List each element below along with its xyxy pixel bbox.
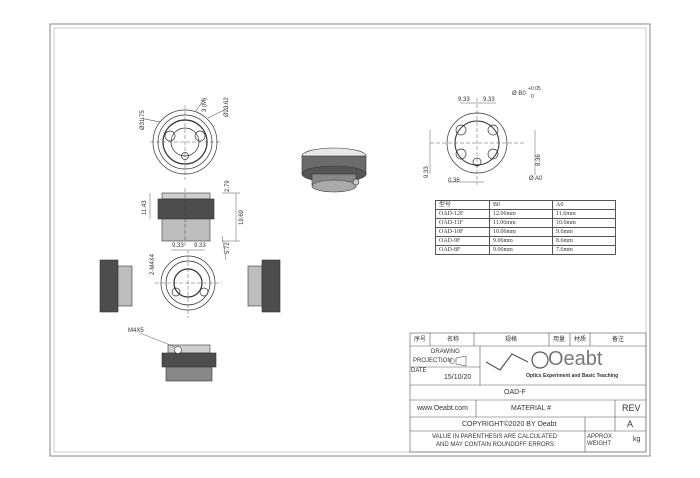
projection-label-2: PROJECTION (413, 358, 452, 364)
table-cell: 9.06mm (489, 245, 553, 255)
table-cell: 9.6mm (552, 227, 616, 237)
date-value: 15/10/20 (444, 374, 472, 381)
note-line-1: VALUE IN PARENTHESIS ARE CALCULATED (432, 434, 558, 440)
table-cell: 11.6mm (552, 209, 616, 219)
table-cell: 8.6mm (552, 236, 616, 246)
approx-label: APPROX (587, 434, 613, 440)
dim-w933b: 9.33 (194, 243, 206, 249)
outer-border (49, 23, 651, 457)
material-label: MATERIAL # (511, 405, 552, 412)
dim-tol-plus: +0.05 (528, 86, 541, 92)
col-remark: 备注 (612, 337, 625, 343)
dim-tol-zero: 0 (531, 94, 534, 100)
table-cell: 7.6mm (552, 245, 616, 255)
lower-detail-view (139, 332, 217, 382)
dim-r036: 0.36 (448, 178, 460, 184)
rev-label: REV (622, 403, 641, 413)
copyright: COPYRIGHT©2020 BY Oeabt (462, 421, 557, 428)
col-material: 材质 (574, 337, 587, 343)
table-row: OAD-8F 9.06mm 7.6mm (435, 245, 616, 255)
dim-rb0: Ø B0 (512, 91, 526, 97)
dim-r933c: 9.33 (424, 166, 430, 178)
dimension-view (429, 98, 536, 185)
side-view (149, 188, 240, 261)
date-label: DATE (411, 368, 427, 374)
left-side-view (99, 259, 133, 313)
weight-label: WEIGHT (587, 441, 611, 447)
isometric-view (301, 147, 367, 193)
table-row: OAD-12F 12.06mm 11.6mm (435, 209, 616, 219)
dim-w933a: 9.33 (172, 243, 184, 249)
website-link[interactable]: www.Oeabt.com (417, 405, 468, 412)
part-name: OAD-F (504, 389, 526, 396)
table-header-cell: B0 (489, 200, 553, 210)
inner-border (53, 27, 647, 453)
table-header-cell: A0 (552, 200, 616, 210)
table-cell: OAD-8F (435, 245, 490, 255)
logo-icon (485, 351, 549, 371)
col-qty: 用量 (553, 337, 566, 343)
table-row: OAD-9F 9.06mm 8.6mm (435, 236, 616, 246)
col-seq: 序号 (414, 337, 427, 343)
projection-label-1: DRAWING (431, 349, 460, 355)
table-cell: 10.06mm (489, 227, 553, 237)
title-block (409, 332, 647, 453)
table-cell: OAD-9F (435, 236, 490, 246)
dim-h1143: 11.43 (142, 200, 148, 215)
dim-h279: 2.79 (225, 180, 231, 192)
projection-symbol-icon (449, 355, 467, 367)
table-cell: 9.06mm (489, 236, 553, 246)
col-spec: 规格 (505, 337, 518, 343)
table-header-row: 型号 B0 A0 (435, 200, 616, 210)
table-cell: 10.6mm (552, 218, 616, 228)
dim-d2362: Ø23.62 (224, 97, 230, 117)
spec-table: 型号 B0 A0 OAD-12F 12.06mm 11.6mm OAD-11F … (435, 200, 616, 255)
dim-h1969: 19.69 (239, 209, 245, 225)
dim-d3: 3 (M) (202, 98, 208, 112)
right-side-view (247, 259, 281, 313)
dim-h572: 5.72 (225, 242, 231, 254)
dim-d3175: Ø31.75 (140, 110, 146, 130)
dim-r836: 8.36 (536, 154, 542, 166)
table-cell: 11.06mm (489, 218, 553, 228)
table-row: OAD-11F 11.06mm 10.6mm (435, 218, 616, 228)
table-cell: OAD-11F (435, 218, 490, 228)
rev-value: A (627, 419, 634, 429)
col-name: 名称 (447, 337, 460, 343)
weight-unit: kg (633, 436, 641, 443)
bottom-view (155, 249, 222, 318)
table-cell: OAD-12F (435, 209, 490, 219)
front-view (139, 97, 229, 180)
logo-text: Oeabt (548, 348, 603, 370)
dim-m4x5: M4X5 (128, 328, 144, 334)
note-line-2: AND MAY CONTAIN ROUNDOFF ERRORS (436, 442, 555, 448)
table-cell: 12.06mm (489, 209, 553, 219)
table-cell: OAD-10F (435, 227, 490, 237)
dim-r933a: 9.33 (458, 97, 470, 103)
table-header-cell: 型号 (435, 200, 490, 210)
dim-ra0: Ø A0 (529, 176, 543, 182)
logo-tagline: Optics Experiment and Basic Teaching (526, 373, 619, 379)
table-row: OAD-10F 10.06mm 9.6mm (435, 227, 616, 237)
dim-r933b: 9.33 (483, 97, 495, 103)
dim-thread: 2-M4X4 (150, 253, 156, 275)
